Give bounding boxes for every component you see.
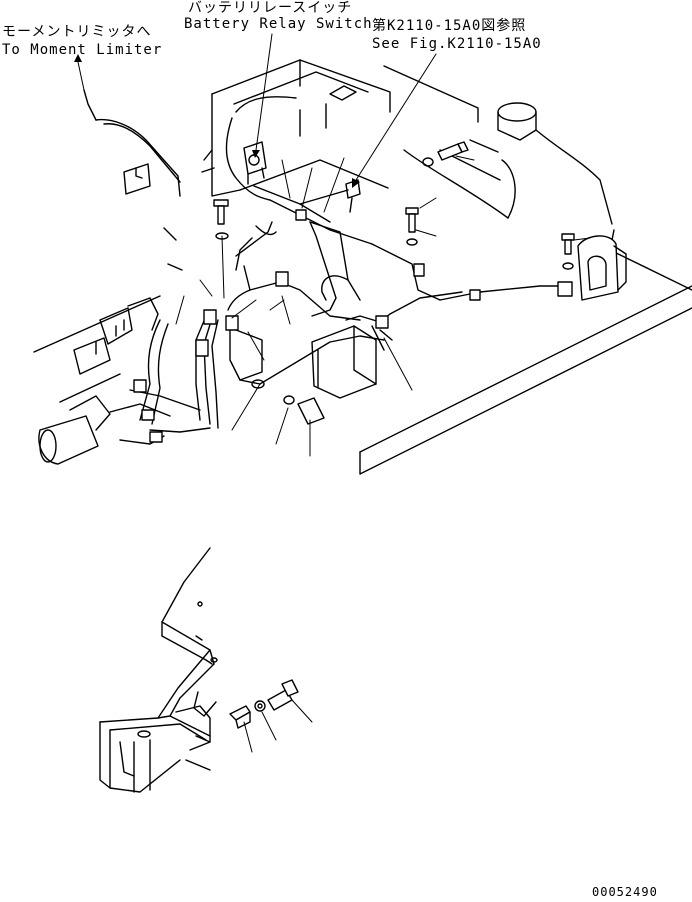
tank: [383, 65, 613, 225]
wiring-harness: [109, 96, 573, 445]
label-moment-limiter-en: To Moment Limiter: [2, 42, 163, 58]
bottom-washer: [254, 700, 266, 712]
bottom-bolt: [267, 679, 299, 711]
label-battery-relay-jp: バッテリリレースイッチ: [188, 0, 353, 16]
bolt-middle: [405, 207, 419, 246]
bolt-left: [213, 199, 229, 240]
label-see-fig-en: See Fig.K2110-15A0: [372, 36, 542, 52]
battery-housing: [201, 59, 391, 197]
label-see-fig-jp: 第K2110-15A0図参照: [372, 18, 527, 34]
bracket-assembly: [99, 547, 218, 793]
starter-motor: [38, 395, 111, 465]
bolt-right: [561, 233, 575, 270]
label-moment-limiter-jp: モーメントリミッタへ: [2, 24, 152, 40]
callout-lines-top: [175, 155, 591, 457]
moment-limiter-cable: [83, 89, 181, 197]
frame-plate: [33, 229, 692, 475]
label-battery-relay-en: Battery Relay Switch: [184, 16, 373, 32]
bottom-clip: [229, 705, 251, 729]
leader-lines: [74, 33, 437, 188]
bolt-bottom: [251, 379, 325, 425]
harness-connectors: [133, 209, 573, 443]
clamp-bracket: [163, 225, 277, 271]
drawing-number: 00052490: [592, 885, 658, 899]
alternator-bracket: [311, 325, 377, 399]
engine-mount: [577, 235, 627, 301]
battery-relay-switch: [243, 141, 267, 185]
bolt-top-right: [422, 141, 469, 167]
callout-lines-bottom: [243, 699, 313, 753]
